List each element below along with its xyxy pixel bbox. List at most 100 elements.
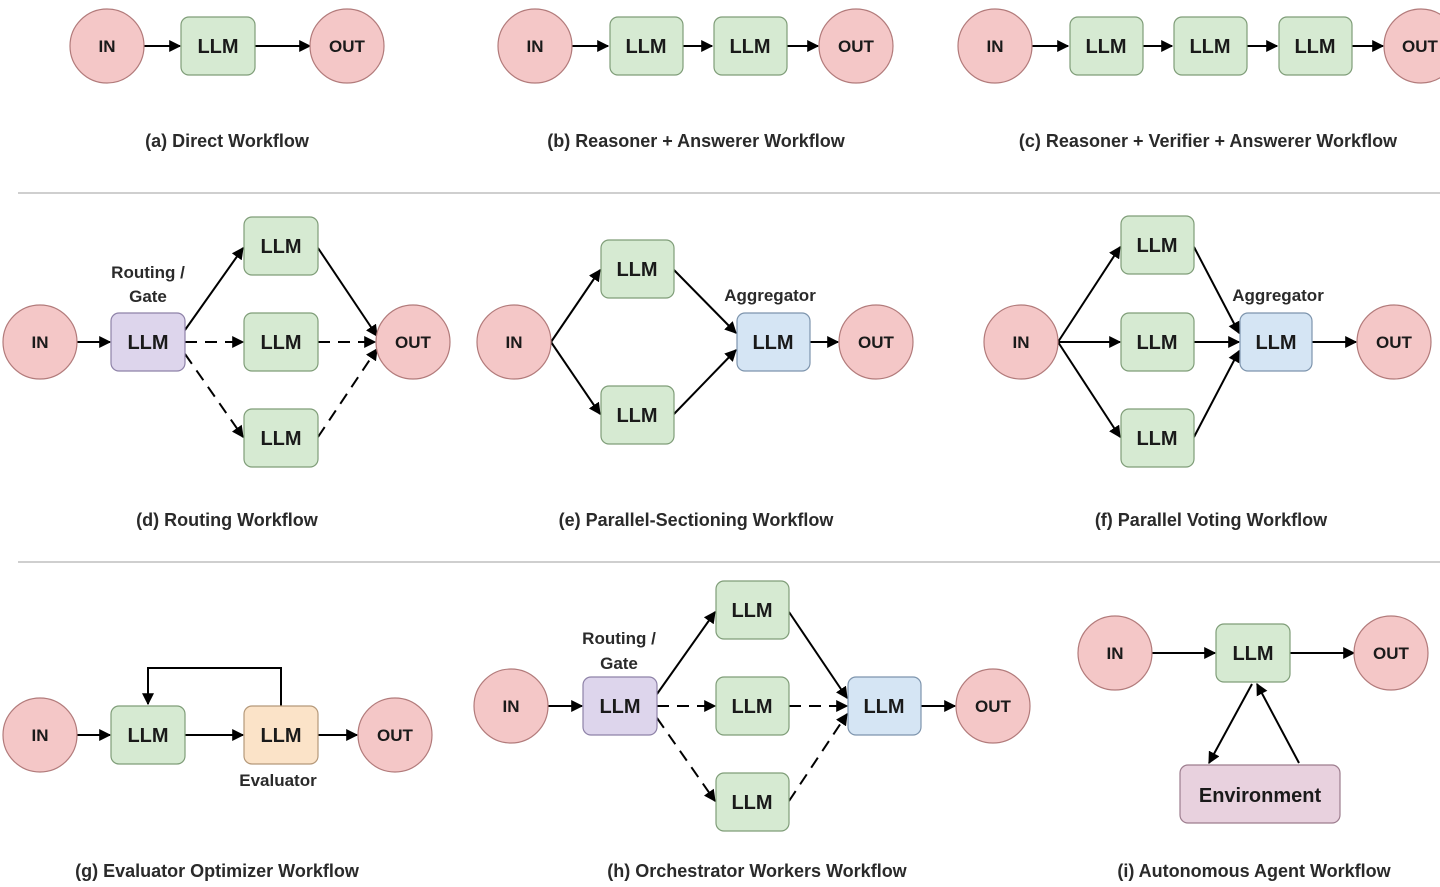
output-node bbox=[309, 8, 385, 84]
panel-h-orchestrator-workers-workflow: IN Routing / Gate LLM LLM LLM LLM LLM OU… bbox=[473, 580, 1031, 881]
routing-gate-label: Routing / bbox=[111, 263, 185, 282]
caption-i: (i) Autonomous Agent Workflow bbox=[1117, 861, 1391, 881]
llm-node-label: LLM bbox=[731, 600, 772, 622]
environment-node bbox=[1179, 764, 1341, 824]
feedback-loop-arrow bbox=[142, 667, 282, 706]
llm-node-label: LLM bbox=[616, 405, 657, 427]
panel-g-evaluator-optimizer-workflow: IN LLM LLM Evaluator OUT (g) Evaluator O… bbox=[2, 667, 433, 881]
output-node-label: OUT bbox=[1373, 644, 1410, 663]
llm-answerer-node bbox=[1278, 16, 1353, 76]
edge-arrow bbox=[1193, 246, 1240, 335]
caption-e: (e) Parallel-Sectioning Workflow bbox=[559, 510, 835, 530]
evaluator-label: Evaluator bbox=[239, 771, 317, 790]
edge-arrow bbox=[1057, 245, 1121, 343]
aggregator-llm-node bbox=[1239, 312, 1313, 372]
output-node-label: OUT bbox=[975, 697, 1012, 716]
caption-f: (f) Parallel Voting Workflow bbox=[1095, 510, 1328, 530]
output-node bbox=[1383, 8, 1440, 84]
llm-node-label: LLM bbox=[863, 696, 904, 718]
llm-node-label: LLM bbox=[1085, 36, 1126, 58]
llm-node-label: LLM bbox=[260, 725, 301, 747]
edge-arrow bbox=[673, 269, 737, 334]
caption-g: (g) Evaluator Optimizer Workflow bbox=[75, 861, 360, 881]
edge-arrow bbox=[1057, 341, 1121, 439]
output-node-label: OUT bbox=[1376, 333, 1413, 352]
input-node bbox=[1077, 615, 1153, 691]
input-node-label: IN bbox=[99, 37, 116, 56]
llm-node-label: LLM bbox=[260, 428, 301, 450]
llm-node-label: LLM bbox=[127, 332, 168, 354]
llm-worker-node bbox=[600, 239, 675, 299]
llm-node-label: LLM bbox=[260, 332, 301, 354]
input-node-label: IN bbox=[527, 37, 544, 56]
agent-to-environment-arrow bbox=[1208, 683, 1253, 765]
panel-d-routing-workflow: IN Routing / Gate LLM LLM LLM LLM OUT (d… bbox=[2, 216, 451, 530]
input-node bbox=[497, 8, 573, 84]
llm-worker-node bbox=[715, 676, 790, 736]
input-node-label: IN bbox=[503, 697, 520, 716]
llm-node-label: LLM bbox=[1136, 235, 1177, 257]
output-node bbox=[375, 304, 451, 380]
output-node bbox=[1356, 304, 1432, 380]
input-node bbox=[2, 304, 78, 380]
llm-node-label: LLM bbox=[1294, 36, 1335, 58]
llm-node-label: LLM bbox=[599, 696, 640, 718]
edge-dashed-arrow bbox=[788, 713, 848, 802]
input-node bbox=[476, 304, 552, 380]
environment-node-label: Environment bbox=[1199, 785, 1322, 807]
llm-node-label: LLM bbox=[197, 36, 238, 58]
llm-reasoner-node bbox=[1069, 16, 1144, 76]
caption-h: (h) Orchestrator Workers Workflow bbox=[607, 861, 907, 881]
input-node-label: IN bbox=[1013, 333, 1030, 352]
routing-gate-label: Routing / bbox=[582, 629, 656, 648]
llm-worker-node bbox=[600, 385, 675, 445]
caption-d: (d) Routing Workflow bbox=[136, 510, 319, 530]
aggregator-label: Aggregator bbox=[724, 286, 816, 305]
input-node-label: IN bbox=[32, 726, 49, 745]
caption-c: (c) Reasoner + Verifier + Answerer Workf… bbox=[1019, 131, 1398, 151]
llm-worker-node bbox=[715, 580, 790, 640]
llm-node-label: LLM bbox=[729, 36, 770, 58]
output-node-label: OUT bbox=[838, 37, 875, 56]
output-node bbox=[818, 8, 894, 84]
input-node-label: IN bbox=[1107, 644, 1124, 663]
llm-reasoner-node bbox=[609, 16, 684, 76]
llm-node-label: LLM bbox=[1255, 332, 1296, 354]
panel-a-direct-workflow: IN LLM OUT (a) Direct Workflow bbox=[69, 8, 385, 151]
llm-verifier-node bbox=[1173, 16, 1248, 76]
aggregator-label: Aggregator bbox=[1232, 286, 1324, 305]
llm-node-label: LLM bbox=[1136, 428, 1177, 450]
edge-dashed-arrow bbox=[656, 717, 716, 802]
input-node-label: IN bbox=[987, 37, 1004, 56]
output-node-label: OUT bbox=[1402, 37, 1439, 56]
synthesizer-llm-node bbox=[847, 676, 922, 736]
panel-i-autonomous-agent-workflow: IN LLM OUT Environment (i) Autonomous Ag… bbox=[1077, 615, 1429, 881]
llm-voter-node bbox=[1120, 408, 1195, 468]
llm-worker-node bbox=[715, 772, 790, 832]
input-node bbox=[69, 8, 145, 84]
optimizer-llm-node bbox=[110, 705, 186, 765]
output-node-label: OUT bbox=[395, 333, 432, 352]
caption-b: (b) Reasoner + Answerer Workflow bbox=[547, 131, 846, 151]
llm-voter-node bbox=[1120, 312, 1195, 372]
input-node bbox=[957, 8, 1033, 84]
llm-voter-node bbox=[1120, 215, 1195, 275]
llm-node-label: LLM bbox=[260, 236, 301, 258]
output-node bbox=[1353, 615, 1429, 691]
edge-dashed-arrow bbox=[184, 353, 244, 438]
llm-node-label: LLM bbox=[625, 36, 666, 58]
router-llm-node bbox=[110, 312, 186, 372]
llm-node-label: LLM bbox=[752, 332, 793, 354]
llm-node-label: LLM bbox=[127, 725, 168, 747]
edge-arrow bbox=[184, 247, 244, 331]
edge-arrow bbox=[1193, 349, 1240, 438]
llm-worker-node bbox=[243, 216, 319, 276]
edge-arrow bbox=[550, 341, 601, 415]
llm-node-label: LLM bbox=[731, 696, 772, 718]
llm-node-label: LLM bbox=[731, 792, 772, 814]
agent-llm-node bbox=[1215, 623, 1291, 683]
llm-worker-node bbox=[243, 408, 319, 468]
llm-node-label: LLM bbox=[1232, 643, 1273, 665]
